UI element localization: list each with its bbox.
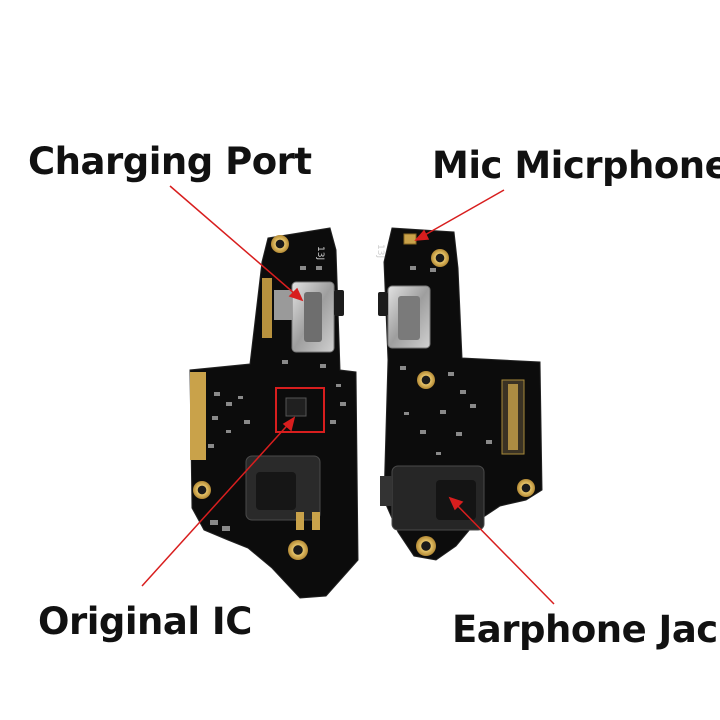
left-earphone-jack — [245, 455, 321, 530]
mic-arrow — [415, 189, 505, 241]
left-mount-hole-bottom — [288, 540, 308, 560]
ic-highlight-box — [275, 387, 325, 433]
left-smd-components — [208, 266, 346, 531]
right-mount-hole-mid — [417, 371, 435, 389]
left-mount-hole-left — [193, 481, 211, 499]
mic-label: Mic Micrphone — [432, 144, 720, 187]
left-board-code: 13J — [315, 246, 325, 260]
right-usb-c-port — [378, 285, 431, 349]
right-microphone — [403, 233, 417, 245]
right-board-code: 13J — [375, 244, 385, 258]
earphone-jack-label: Earphone Jack — [452, 608, 720, 651]
earphone-jack-arrow — [449, 497, 555, 605]
right-mount-hole-bottom — [416, 536, 436, 556]
left-ic-chip — [285, 397, 307, 417]
original-ic-arrow — [141, 417, 295, 587]
annotation-arrows — [141, 185, 555, 605]
right-mount-hole-top — [431, 249, 449, 267]
left-gold-strip — [190, 372, 206, 460]
left-charging-board: 13J — [189, 227, 359, 599]
right-mount-hole-right — [517, 479, 535, 497]
right-smd-components — [400, 266, 492, 455]
right-fpc-connector — [501, 379, 525, 455]
original-ic-label: Original IC — [38, 600, 252, 643]
charging-port-label: Charging Port — [28, 140, 312, 183]
charging-port-arrow — [169, 185, 303, 301]
left-mount-hole-top — [271, 235, 289, 253]
right-mic-board: 13J — [375, 227, 543, 561]
right-earphone-jack — [380, 465, 485, 531]
